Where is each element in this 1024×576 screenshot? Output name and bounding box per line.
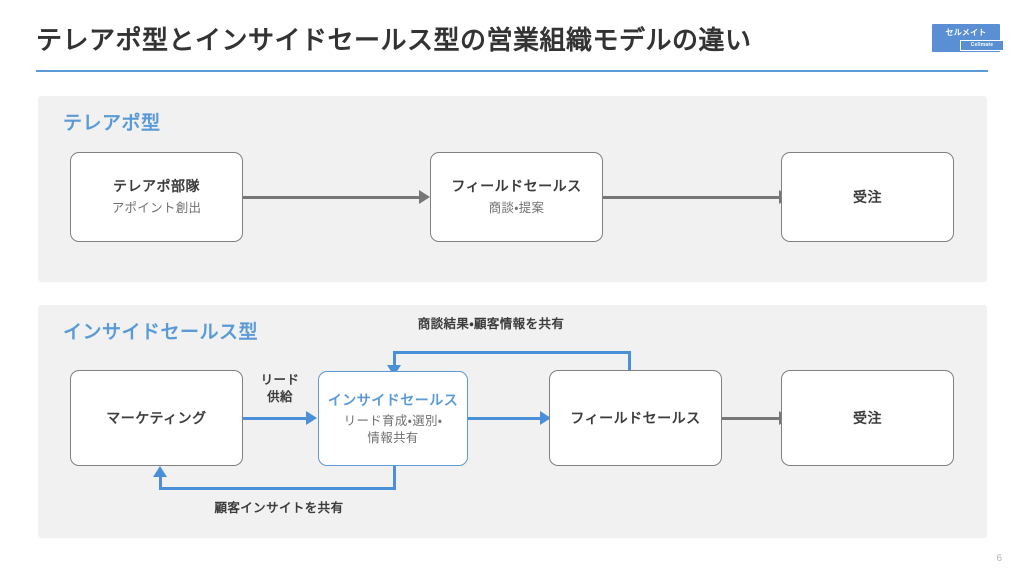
connector-line <box>393 351 631 354</box>
node-title: マーケティング <box>106 409 207 426</box>
node-title: テレアポ部隊 <box>113 178 200 195</box>
node-title: 受注 <box>853 188 882 205</box>
connector-line <box>722 417 779 420</box>
section-telemarketing: テレアポ型 テレアポ部隊 アポイント創出 フィールドセールス 商談・提案 受注 <box>38 96 987 282</box>
edge-label-top-feedback: 商談結果・顧客情報を共有 <box>417 317 565 331</box>
section-heading-inside-sales: インサイドセールス型 <box>63 322 259 343</box>
connector-line <box>393 351 396 368</box>
node-order-received[interactable]: 受注 <box>781 152 954 242</box>
node-subtitle-line1: リード育成・選別・ <box>343 413 443 428</box>
node-field-sales[interactable]: フィールドセールス 商談・提案 <box>430 152 603 242</box>
title-divider <box>36 70 988 72</box>
node-subtitle: アポイント創出 <box>111 200 202 215</box>
logo-sub-text: Cellmate <box>960 40 1004 51</box>
node-field-sales[interactable]: フィールドセールス <box>549 370 722 466</box>
arrow-head-right-icon <box>540 411 551 425</box>
node-order-received[interactable]: 受注 <box>781 370 954 466</box>
node-telemarketing-team[interactable]: テレアポ部隊 アポイント創出 <box>70 152 243 242</box>
node-subtitle-line2: 情報共有 <box>367 430 419 445</box>
node-inside-sales[interactable]: インサイドセールス リード育成・選別・ 情報共有 <box>318 371 468 466</box>
arrow-head-right-icon <box>419 190 430 204</box>
section-heading-telemarketing: テレアポ型 <box>63 113 161 134</box>
edge-label-bottom-feedback: 顧客インサイトを共有 <box>214 501 344 515</box>
section-inside-sales: インサイドセールス型 商談結果・顧客情報を共有 マーケティング リード 供給 イ… <box>38 305 987 538</box>
arrow-head-down-icon <box>387 365 401 376</box>
connector-line <box>159 487 396 490</box>
connector-line <box>628 351 631 381</box>
connector-line <box>603 196 779 199</box>
node-title: インサイドセールス <box>327 391 459 408</box>
page-title: テレアポ型とインサイドセールス型の営業組織モデルの違い <box>36 25 752 55</box>
arrow-head-up-icon <box>153 466 167 477</box>
edge-label-lead-supply-line2: 供給 <box>267 390 293 404</box>
node-title: フィールドセールス <box>451 178 582 195</box>
node-title: 受注 <box>853 409 882 426</box>
arrow-head-right-icon <box>306 411 317 425</box>
logo-main-text: セルメイト <box>945 28 987 37</box>
node-title: フィールドセールス <box>570 409 701 426</box>
edge-label-lead-supply-line1: リード <box>260 373 300 387</box>
node-subtitle: 商談・提案 <box>488 200 545 215</box>
connector-line <box>243 417 306 420</box>
page-number: 6 <box>996 553 1002 564</box>
brand-logo: セルメイト Cellmate <box>932 24 1004 52</box>
connector-line <box>159 477 162 489</box>
connector-line <box>468 417 540 420</box>
node-marketing[interactable]: マーケティング <box>70 370 243 466</box>
connector-line <box>243 196 419 199</box>
connector-line <box>393 466 396 489</box>
